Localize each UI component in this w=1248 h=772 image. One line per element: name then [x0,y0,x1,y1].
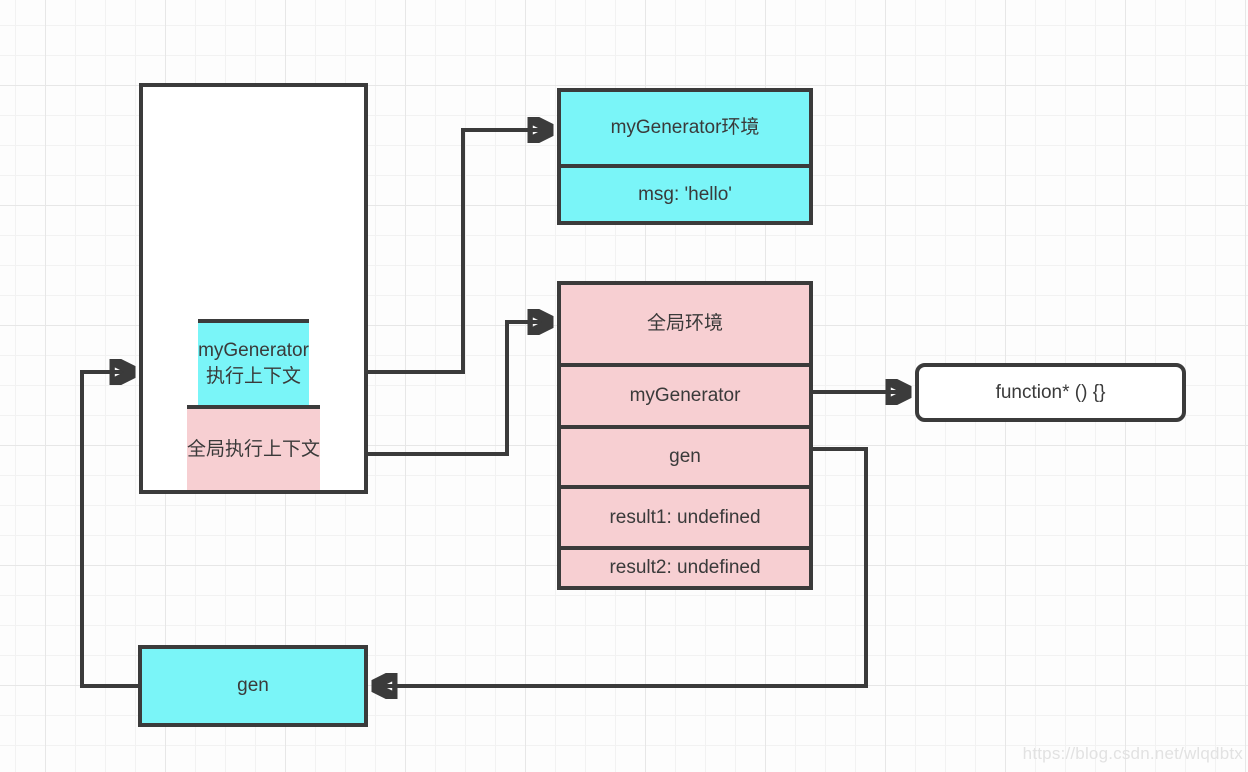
gen-node: gen [138,645,368,727]
stack-frame-label-line2: 执行上下文 [205,366,301,387]
generator-env-box: myGenerator环境 msg: 'hello' [557,88,813,225]
stack-frame-mygenerator-context: myGenerator 执行上下文 [198,319,309,405]
global-env-row-result1: result1: undefined [561,485,809,546]
generator-env-row-msg: msg: 'hello' [561,164,809,221]
generator-env-title: myGenerator环境 [610,117,760,139]
arrow-stack-to-generator-env [368,130,551,374]
stack-frame-label-line1: myGenerator [198,340,309,362]
watermark: https://blog.csdn.net/wlqdbtx [1022,744,1243,763]
call-stack-box: myGenerator 执行上下文 全局执行上下文 [139,83,368,494]
function-node: function* () {} [915,363,1186,422]
global-env-box: 全局环境 myGenerator gen result1: undefined … [557,281,813,590]
global-env-row-result2: result2: undefined [561,546,809,586]
stack-frame-global-context: 全局执行上下文 [186,405,320,490]
arrow-stack-to-global-env [368,322,551,456]
global-env-row-mygenerator: myGenerator [561,363,809,425]
global-env-title: 全局环境 [646,313,723,335]
arrow-gen-node-to-stack [80,372,138,688]
global-env-row-gen: gen [561,425,809,485]
